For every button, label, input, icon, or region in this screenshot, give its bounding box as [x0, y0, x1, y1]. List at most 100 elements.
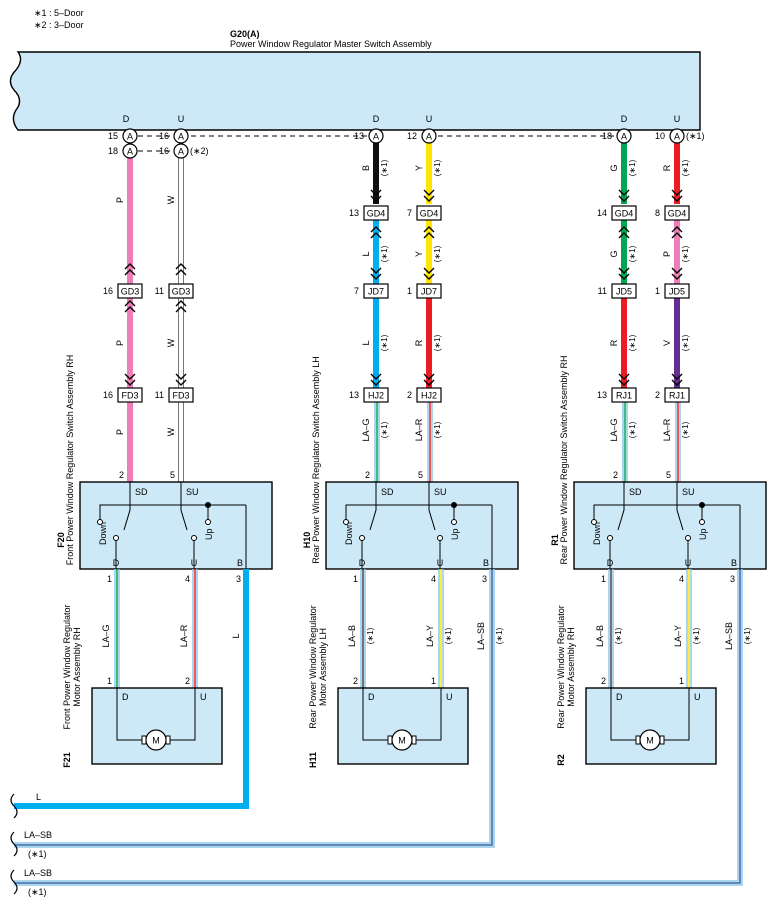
svg-text:(∗1): (∗1)	[681, 421, 690, 438]
svg-text:W: W	[166, 195, 176, 204]
svg-text:11: 11	[155, 286, 164, 296]
output-l-label: L	[36, 792, 41, 802]
master-connector-13: 13 A	[354, 128, 384, 144]
chevron-markers	[124, 189, 683, 386]
connector-gd4: 13 GD4 7 GD4 14 GD4 8 GD4	[349, 205, 690, 221]
connector-jd7: 7 JD7 1 JD7	[354, 283, 442, 299]
motor-r2: 2 1 D U M	[585, 676, 717, 765]
master-dashed-links	[138, 135, 616, 152]
svg-text:Up: Up	[698, 528, 708, 540]
svg-text:A: A	[178, 132, 184, 142]
svg-text:GD3: GD3	[172, 287, 191, 297]
svg-text:R: R	[609, 339, 619, 346]
master-connector-10: 10 A (∗1)	[655, 128, 705, 144]
motor-h11-code: H11	[308, 752, 318, 768]
svg-text:2: 2	[353, 676, 358, 686]
svg-text:A: A	[373, 132, 379, 142]
svg-text:R: R	[414, 339, 424, 346]
svg-text:A: A	[426, 132, 432, 142]
svg-text:R: R	[662, 164, 672, 171]
master-connector-18a: 18 A	[108, 143, 138, 159]
svg-text:SD: SD	[629, 487, 642, 497]
svg-text:2: 2	[655, 390, 660, 400]
motor-f21-code: F21	[62, 752, 72, 768]
master-connector-15: 15 A	[108, 128, 138, 144]
svg-text:GD4: GD4	[615, 209, 634, 219]
svg-text:7: 7	[354, 286, 359, 296]
svg-text:A: A	[178, 147, 184, 157]
svg-text:SU: SU	[434, 487, 447, 497]
svg-text:8: 8	[655, 208, 660, 218]
svg-text:2: 2	[185, 676, 190, 686]
svg-text:Up: Up	[450, 528, 460, 540]
note-3-door-marker: (∗2)	[190, 146, 209, 156]
svg-text:(∗1): (∗1)	[681, 334, 690, 351]
svg-text:LA–SB: LA–SB	[724, 622, 734, 650]
svg-text:RJ1: RJ1	[669, 391, 685, 401]
svg-text:LA–B: LA–B	[347, 625, 357, 647]
master-pin-label-u3: U	[674, 114, 681, 124]
svg-text:(∗1): (∗1)	[614, 627, 623, 644]
master-switch-box	[9, 51, 701, 131]
svg-text:(∗1): (∗1)	[495, 627, 504, 644]
switch-r1: 2 5 SD SU D U B 1 4 3 Down Up	[573, 470, 767, 584]
svg-text:U: U	[694, 692, 701, 702]
motor-h11: 2 1 D U M	[337, 676, 469, 765]
master-connector-12: 12 A	[407, 128, 437, 144]
svg-text:(∗1): (∗1)	[743, 627, 752, 644]
motor-r2-code: R2	[556, 754, 566, 766]
svg-text:15: 15	[108, 131, 118, 141]
lower-wire-variant-notes: (∗1) (∗1) (∗1) (∗1) (∗1) (∗1)	[366, 627, 752, 644]
switch-f20-name: Front Power Window Regulator Switch Asse…	[65, 355, 75, 566]
svg-text:HJ2: HJ2	[368, 391, 384, 401]
svg-text:P: P	[662, 251, 672, 257]
connector-jd5: 11 JD5 1 JD5	[598, 283, 690, 299]
svg-text:(∗1): (∗1)	[366, 627, 375, 644]
svg-text:(∗1): (∗1)	[681, 159, 690, 176]
motor-h11-name-1: Rear Power Window Regulator	[308, 605, 318, 729]
svg-text:LA–R: LA–R	[179, 624, 189, 647]
svg-text:(∗1): (∗1)	[433, 159, 442, 176]
master-switch-name: Power Window Regulator Master Switch Ass…	[230, 39, 432, 49]
svg-text:B: B	[237, 558, 243, 568]
switch-r1-name: Rear Power Window Regulator Switch Assem…	[559, 355, 569, 564]
svg-text:Y: Y	[414, 251, 424, 257]
svg-text:A: A	[127, 147, 133, 157]
svg-text:M: M	[152, 736, 160, 746]
svg-text:JD7: JD7	[368, 287, 384, 297]
svg-text:1: 1	[655, 286, 660, 296]
connector-fd3: 16 FD3 11 FD3	[103, 387, 194, 403]
svg-text:G: G	[609, 164, 619, 171]
svg-text:LA–G: LA–G	[609, 418, 619, 441]
switch-h10-code: H10	[302, 532, 312, 549]
output-la-sb-2-note: (∗1)	[28, 887, 47, 897]
svg-text:(∗1): (∗1)	[692, 627, 701, 644]
svg-text:(∗1): (∗1)	[628, 159, 637, 176]
note-3-door: ∗2 : 3–Door	[34, 20, 84, 30]
svg-text:JD5: JD5	[616, 287, 632, 297]
svg-text:GD3: GD3	[121, 287, 140, 297]
svg-text:D: D	[368, 692, 375, 702]
wire-color-labels: P P P W W W B L L LA–G Y Y R LA–R G G R …	[115, 164, 672, 441]
svg-text:SD: SD	[135, 487, 148, 497]
svg-text:16: 16	[159, 131, 169, 141]
svg-text:1: 1	[431, 676, 436, 686]
svg-text:1: 1	[679, 676, 684, 686]
svg-text:B: B	[361, 165, 371, 171]
wire-variant-notes: (∗1) (∗1) (∗1) (∗1) (∗1) (∗1) (∗1) (∗1) …	[380, 159, 690, 438]
connector-hj2: 13 HJ2 2 HJ2	[349, 387, 442, 403]
svg-text:1: 1	[407, 286, 412, 296]
svg-text:18: 18	[602, 131, 612, 141]
svg-text:B: B	[731, 558, 737, 568]
svg-text:Down: Down	[98, 522, 108, 545]
svg-text:A: A	[621, 132, 627, 142]
svg-text:1: 1	[353, 574, 358, 584]
svg-text:14: 14	[597, 208, 607, 218]
svg-text:U: U	[446, 692, 453, 702]
master-pin-label-d3: D	[621, 114, 628, 124]
svg-text:L: L	[361, 251, 371, 256]
switch-h10-name: Rear Power Window Regulator Switch Assem…	[311, 356, 321, 564]
svg-text:W: W	[166, 427, 176, 436]
master-switch-code: G20(A)	[230, 29, 260, 39]
